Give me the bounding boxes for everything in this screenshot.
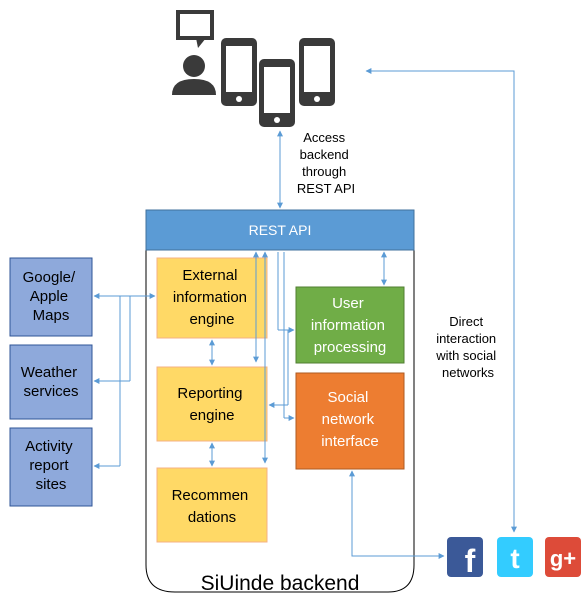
user-chat-icon xyxy=(172,10,216,95)
backend-container xyxy=(145,210,415,593)
svg-text:Weather services: Weather services xyxy=(21,364,82,400)
external-information-engine: External information engine xyxy=(156,257,268,339)
facebook-icon: f xyxy=(447,537,483,579)
backend-label: SiUinde backend xyxy=(201,572,360,595)
svg-text:t: t xyxy=(510,543,519,574)
connectors xyxy=(93,68,517,559)
svg-text:Recommen dations: Recommen dations xyxy=(172,487,253,526)
svg-text:g+: g+ xyxy=(550,546,576,571)
access-note: Access backend through REST API xyxy=(297,130,355,196)
rest-api-label: REST API xyxy=(249,222,312,238)
svg-text:Activity report si: Activity report sites xyxy=(25,438,77,493)
smartphone-icon xyxy=(221,38,257,106)
svg-text:External information: External information engine xyxy=(173,267,251,328)
user-devices-icon xyxy=(172,10,335,127)
svg-text:f: f xyxy=(465,543,476,579)
smartphone-icon xyxy=(259,59,295,127)
svg-text:Social network int: Social network interface xyxy=(321,389,379,450)
external-source-maps: Google/ Apple Maps xyxy=(9,257,93,337)
recommendations-engine: Recommen dations xyxy=(156,467,268,543)
external-source-activity: Activity report sites xyxy=(9,427,93,507)
svg-text:Reporting engine: Reporting engine xyxy=(177,385,246,424)
svg-text:Google/ Apple Maps: Google/ Apple Maps xyxy=(23,269,80,324)
direct-interaction-note: Direct interaction with social networks xyxy=(435,314,500,380)
twitter-icon: t xyxy=(497,537,533,577)
external-source-weather: Weather services xyxy=(9,344,93,420)
user-information-processing: User information processing xyxy=(295,286,405,364)
reporting-engine: Reporting engine xyxy=(156,366,268,442)
googleplus-icon: g+ xyxy=(545,537,581,577)
social-network-interface: Social network interface xyxy=(295,372,405,470)
smartphone-icon xyxy=(299,38,335,106)
